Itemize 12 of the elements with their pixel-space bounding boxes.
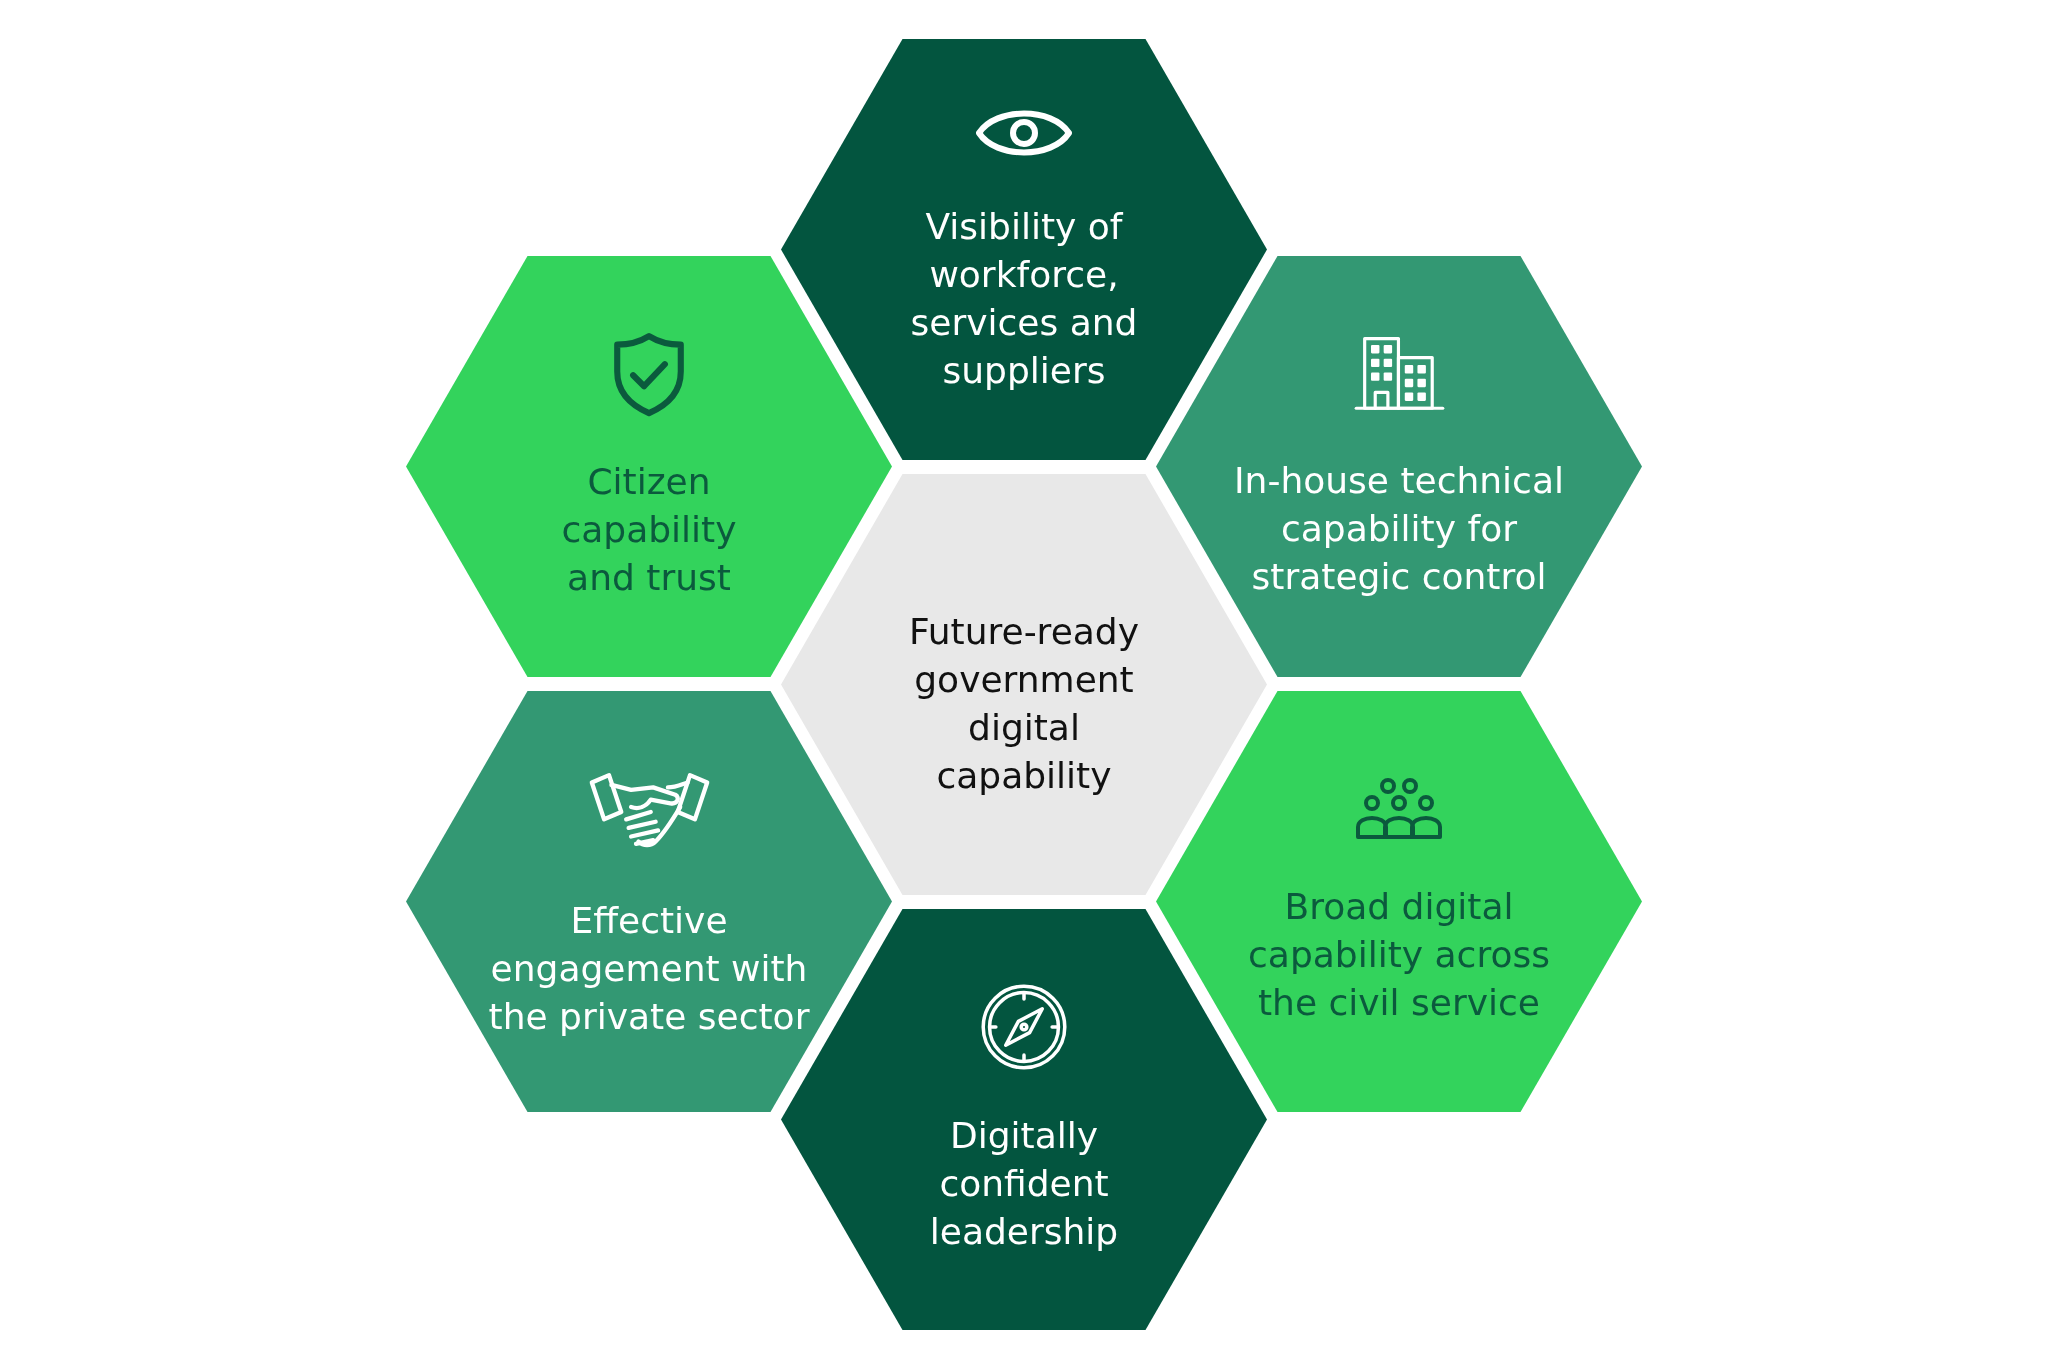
tile-label: Digitally confident leadership [928,1114,1120,1254]
hexagon-tile [1156,255,1642,677]
hexagon-tile [781,38,1267,460]
tile-label: Future-ready government digital capability [908,610,1140,798]
tile-label: In-house technical capability for strategic control [1233,458,1565,599]
tile-label: Visibility of workforce, services and suppliers [909,205,1139,393]
tile-label: Effective engagement with the private sector [487,898,811,1039]
tile-label: Broad digital capability across the civil service [1247,885,1551,1025]
hexagon-tile [1156,690,1642,1112]
hexagon-tile [406,255,892,677]
hexagon-tile [406,690,892,1112]
tile-label: Citizen capability and trust [560,460,738,600]
